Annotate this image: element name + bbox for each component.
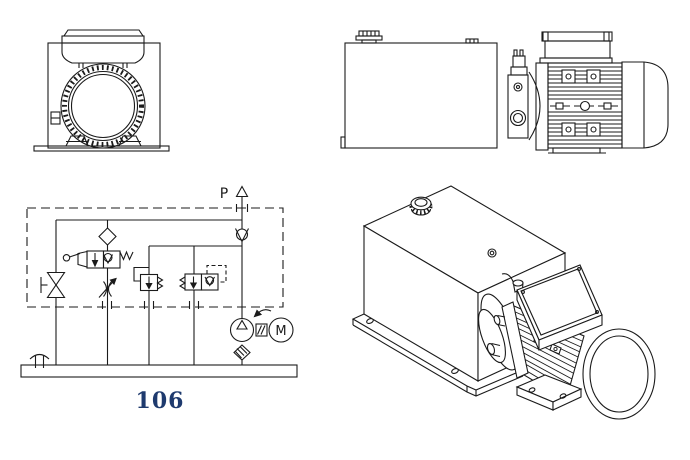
filler-cap (355, 30, 383, 44)
lever-knob (62, 254, 71, 262)
manifold-boundary (26, 207, 284, 308)
model-number: 106 (136, 388, 185, 414)
isometric-view (351, 185, 656, 420)
spring (156, 276, 164, 290)
nameplate-band (550, 100, 618, 112)
throttle-valve (98, 277, 117, 298)
bolt-hole (559, 393, 567, 399)
cartridge-knob (512, 279, 524, 287)
bolt-tabs (561, 69, 601, 137)
filler-cap (409, 196, 433, 216)
gear-pump (229, 317, 255, 343)
front-view (33, 29, 170, 152)
motor-foot (548, 147, 606, 154)
reservoir (20, 364, 298, 378)
check-valve (235, 228, 249, 243)
cooling-fins (548, 66, 622, 145)
pump-bell (528, 71, 541, 141)
spring (119, 250, 134, 261)
terminal-box (539, 31, 613, 64)
tank-lip (340, 136, 346, 149)
motor-bell (61, 42, 145, 64)
coupling (253, 309, 272, 337)
spring (178, 276, 187, 290)
pressure-port-label: P (220, 186, 228, 202)
side-view (340, 30, 669, 154)
port-marks (101, 301, 200, 309)
motor-face (60, 63, 146, 149)
bolt-hole (528, 387, 536, 393)
manual-release-branch (62, 220, 134, 365)
terminal-box (516, 264, 603, 351)
bell-ticks (78, 63, 128, 68)
terminal-box (61, 29, 145, 44)
fan-cover (621, 61, 669, 149)
pump-manifold (478, 273, 529, 379)
reservoir-tank (344, 42, 498, 149)
motor-label: M (275, 324, 286, 339)
junction-tab (50, 111, 61, 125)
shut-off-valve-branch (40, 220, 66, 365)
motor-foot (515, 374, 583, 411)
mounting-feet (65, 135, 142, 147)
pilot-line (206, 264, 227, 283)
manifold-block (507, 74, 529, 139)
tank-fitting (465, 38, 479, 44)
relief-valve-branch (133, 246, 164, 365)
fan-cover (582, 328, 656, 420)
top-plug (487, 248, 497, 258)
electric-motor: M (268, 317, 294, 343)
breather (29, 353, 50, 368)
motor-body (547, 62, 623, 149)
vent-check-valve (98, 227, 117, 246)
pilot-check-branch (178, 246, 227, 365)
knurl-ring (62, 65, 144, 147)
pressure-port: P (220, 185, 249, 212)
hydraulic-schematic: P (20, 185, 298, 414)
suction-strainer (233, 344, 251, 365)
motor-flange (535, 62, 549, 151)
valve-cartridge (510, 49, 528, 76)
manual-release-valve (62, 250, 134, 269)
base-plate (33, 145, 170, 152)
pilot-line (133, 266, 149, 282)
